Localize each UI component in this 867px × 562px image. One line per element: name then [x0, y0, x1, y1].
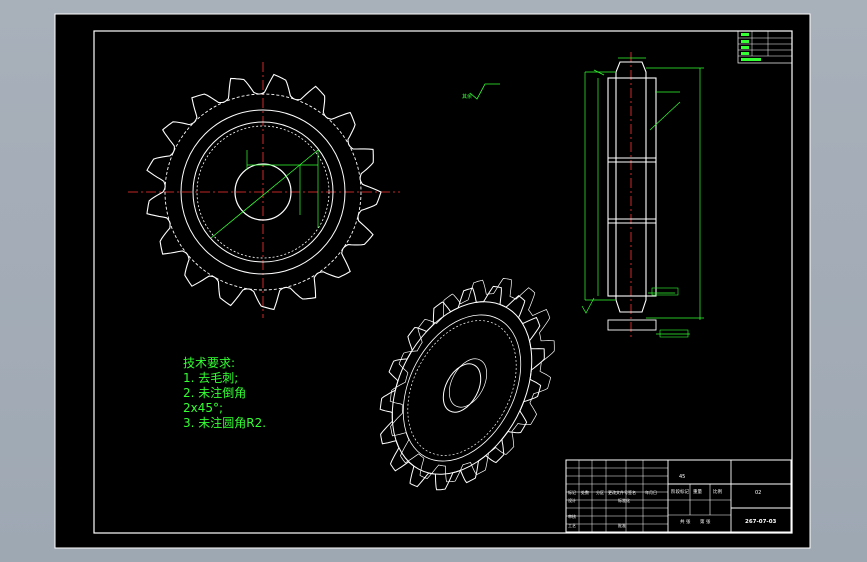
- approve-label: 批准: [618, 522, 626, 528]
- part-name: 02: [755, 490, 761, 496]
- diameter-dimension-line: [210, 149, 319, 239]
- revision-table: [737, 30, 793, 64]
- weight-label: 重量: [693, 488, 702, 495]
- side-leader-diag: [649, 101, 681, 131]
- sprocket-front-view: [128, 62, 400, 318]
- stage-mark-label: 阶段标记: [671, 488, 689, 495]
- roughness-symbol: 其余: [462, 83, 500, 100]
- note-item-3: 2x45°;: [183, 401, 224, 415]
- hub-inner-circle: [192, 121, 334, 263]
- hub-outer-circle: [180, 109, 346, 275]
- bore-circle: [234, 163, 292, 221]
- side-roughness: [581, 297, 595, 314]
- pitch-circle: [164, 93, 362, 291]
- side-tooth-body: [615, 61, 647, 313]
- tooth-profile: [146, 73, 382, 311]
- iso-hub-ring: [402, 314, 522, 462]
- iso-hub-ring-dash: [407, 320, 517, 456]
- row-label-4: 签名: [628, 489, 636, 495]
- note-item-4: 3. 未注圆角R2.: [183, 416, 267, 430]
- standardize-label: 标准化: [618, 497, 630, 503]
- review-label: 审核: [568, 513, 576, 519]
- title-block: 45 02 267-07-03 阶段标记 重量 比例 共 张 第 张 标记 处数…: [565, 459, 792, 533]
- sheet-label: 共 张: [680, 518, 691, 525]
- note-item-2: 2. 未注倒角: [183, 386, 247, 400]
- side-base: [607, 319, 657, 331]
- design-label: 设计: [568, 497, 576, 503]
- inner-frame: [93, 30, 793, 534]
- note-item-1: 1. 去毛刺;: [183, 371, 239, 385]
- iso-hub-outer: [391, 301, 533, 475]
- material-code: 45: [679, 474, 685, 480]
- row-label-3: 更改文件号: [608, 489, 628, 495]
- drawing-sheet[interactable]: [55, 14, 810, 548]
- row-label-0: 标记: [568, 489, 576, 495]
- process-label: 工艺: [568, 523, 576, 528]
- technical-requirements: 技术要求: 1. 去毛刺; 2. 未注倒角 2x45°; 3. 未注圆角R2.: [183, 356, 266, 431]
- page-label: 第 张: [700, 518, 711, 525]
- row-label-1: 处数: [581, 489, 589, 495]
- iso-teeth-back: [389, 278, 555, 483]
- sprocket-side-view: [581, 52, 704, 340]
- row-label-2: 分区: [596, 489, 604, 495]
- notes-heading: 技术要求:: [183, 356, 236, 370]
- iso-teeth-front: [379, 285, 545, 491]
- outer-frame: [54, 13, 811, 549]
- side-leader-tl: [593, 69, 605, 76]
- hub-chamfer-circle: [196, 125, 330, 259]
- side-hub: [607, 77, 657, 297]
- ratio-label: 比例: [713, 488, 722, 495]
- row-label-5: 年月日: [645, 489, 657, 495]
- drawing-number: 267-07-03: [745, 519, 777, 525]
- tolerance-frame-2: [659, 329, 689, 338]
- iso-bore: [442, 363, 482, 413]
- tolerance-frame: [651, 287, 679, 296]
- roughness-note: 其余: [462, 93, 472, 100]
- sprocket-isometric-view: [379, 278, 555, 491]
- iso-bore-back: [448, 358, 488, 408]
